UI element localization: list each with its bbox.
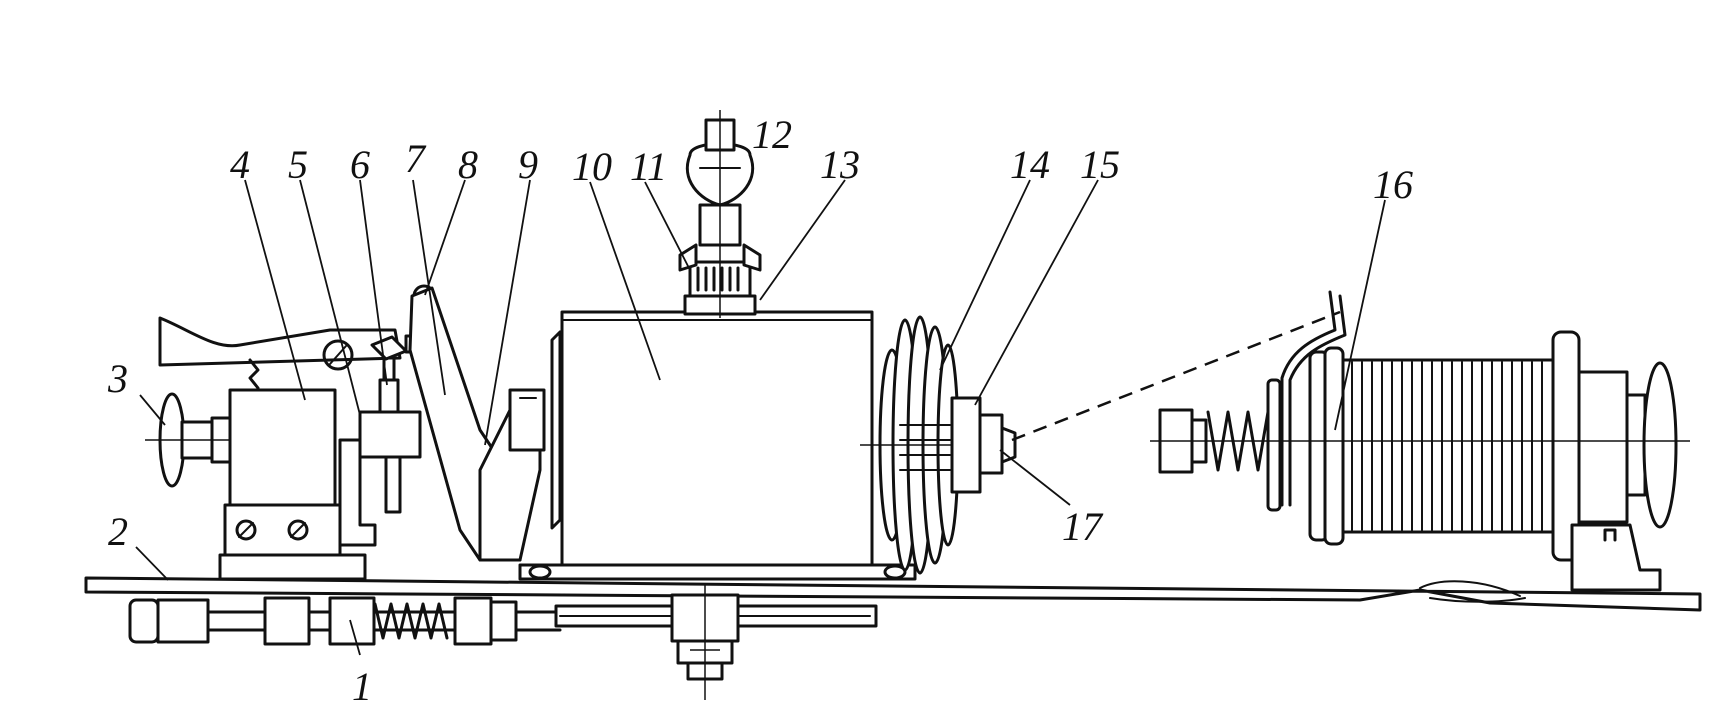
label-5: 5 (288, 142, 308, 187)
label-12: 12 (752, 112, 792, 157)
lower-shaft-assembly (128, 596, 878, 646)
thread-line (1011, 310, 1341, 442)
label-7: 7 (405, 136, 427, 181)
spool-assembly (1150, 290, 1690, 592)
label-1: 1 (352, 664, 372, 709)
slide-and-pin (338, 335, 422, 547)
label-11: 11 (630, 144, 667, 189)
v-lever (404, 284, 546, 562)
top-assembly (678, 110, 762, 318)
label-13: 13 (820, 142, 860, 187)
label-17: 17 (1062, 504, 1104, 549)
bottom-hub (670, 585, 740, 700)
label-4: 4 (230, 142, 250, 187)
label-8: 8 (458, 142, 478, 187)
label-9: 9 (518, 142, 538, 187)
label-16: 16 (1373, 162, 1413, 207)
part-labels: 1 2 3 4 5 6 7 8 9 10 11 12 13 14 15 16 1… (107, 112, 1413, 709)
label-3: 3 (107, 356, 128, 401)
label-2: 2 (108, 509, 128, 554)
shaft-nut (950, 396, 1017, 494)
label-10: 10 (572, 144, 612, 189)
label-15: 15 (1080, 142, 1120, 187)
left-block-assembly (145, 316, 402, 581)
base-plate (84, 576, 1702, 612)
pulley (860, 315, 1010, 575)
main-housing (518, 310, 917, 581)
label-14: 14 (1010, 142, 1050, 187)
label-6: 6 (350, 142, 370, 187)
leader-lines (135, 179, 1386, 656)
